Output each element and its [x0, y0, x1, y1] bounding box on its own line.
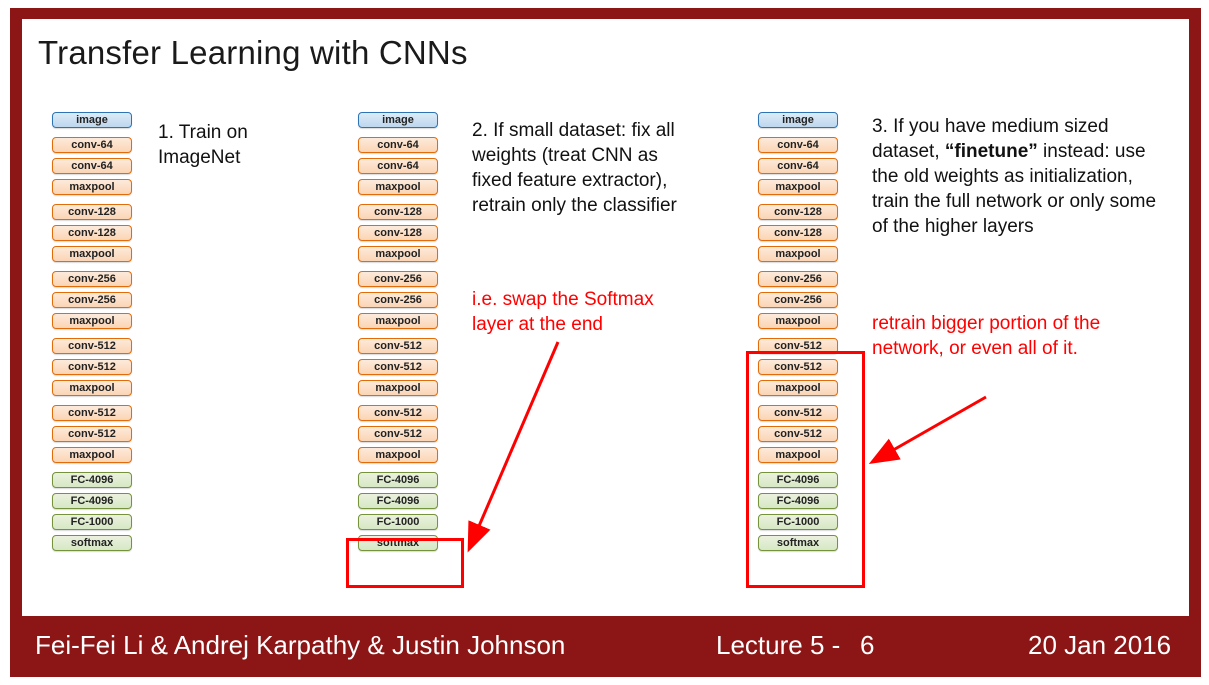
layer-group-conv: conv-128 conv-128 maxpool — [358, 204, 438, 262]
layer-box-conv-512: conv-512 — [758, 359, 838, 375]
layer-box-maxpool: maxpool — [52, 380, 132, 396]
layer-box-fc-4096: FC-4096 — [358, 472, 438, 488]
layer-box-maxpool: maxpool — [52, 313, 132, 329]
highlight-box-higher-layers — [746, 351, 865, 588]
layer-group-conv: conv-512 conv-512 maxpool — [758, 405, 838, 463]
layer-box-fc-1000: FC-1000 — [358, 514, 438, 530]
layer-group-conv: conv-128 conv-128 maxpool — [52, 204, 132, 262]
layer-box-maxpool: maxpool — [358, 179, 438, 195]
layer-box-conv-512: conv-512 — [358, 338, 438, 354]
layer-box-conv-128: conv-128 — [52, 204, 132, 220]
layer-box-conv-64: conv-64 — [758, 137, 838, 153]
layer-group-image: image — [358, 112, 438, 128]
layer-box-maxpool: maxpool — [758, 313, 838, 329]
layer-box-fc-4096: FC-4096 — [358, 493, 438, 509]
layer-group-conv: conv-512 conv-512 maxpool — [52, 405, 132, 463]
layer-group-conv: conv-64 conv-64 maxpool — [758, 137, 838, 195]
layer-group-conv: conv-256 conv-256 maxpool — [52, 271, 132, 329]
layer-box-maxpool: maxpool — [758, 246, 838, 262]
layer-box-softmax: softmax — [52, 535, 132, 551]
layer-box-conv-256: conv-256 — [52, 292, 132, 308]
layer-box-maxpool: maxpool — [358, 380, 438, 396]
layer-box-fc-4096: FC-4096 — [52, 472, 132, 488]
layer-box-image: image — [758, 112, 838, 128]
layer-box-maxpool: maxpool — [758, 380, 838, 396]
layer-box-conv-512: conv-512 — [758, 426, 838, 442]
layer-box-conv-512: conv-512 — [358, 359, 438, 375]
layer-box-conv-512: conv-512 — [52, 405, 132, 421]
layer-box-conv-64: conv-64 — [52, 158, 132, 174]
layer-box-maxpool: maxpool — [52, 179, 132, 195]
layer-group-conv: conv-64 conv-64 maxpool — [358, 137, 438, 195]
caption-finetune-suffix: instead: use the old weights as initiali… — [872, 141, 1157, 238]
layer-group-image: image — [758, 112, 838, 128]
layer-box-conv-64: conv-64 — [52, 137, 132, 153]
layer-box-maxpool: maxpool — [52, 246, 132, 262]
layer-box-fc-4096: FC-4096 — [758, 472, 838, 488]
note-retrain-bigger: retrain bigger portion of the network, o… — [872, 313, 1101, 360]
layer-box-conv-128: conv-128 — [52, 225, 132, 241]
footer-authors: Fei-Fei Li & Andrej Karpathy & Justin Jo… — [35, 630, 566, 660]
layer-box-fc-4096: FC-4096 — [758, 493, 838, 509]
footer-lecture-label: Lecture 5 - — [716, 630, 841, 660]
layer-box-conv-256: conv-256 — [758, 271, 838, 287]
layer-box-conv-128: conv-128 — [758, 225, 838, 241]
layer-box-conv-512: conv-512 — [52, 359, 132, 375]
layer-box-conv-128: conv-128 — [758, 204, 838, 220]
layer-box-conv-64: conv-64 — [358, 158, 438, 174]
layer-box-conv-512: conv-512 — [358, 426, 438, 442]
layer-box-maxpool: maxpool — [358, 246, 438, 262]
note-swap-softmax: i.e. swap the Softmax layer at the end — [472, 289, 654, 336]
layer-group-conv: conv-512 conv-512 maxpool — [358, 338, 438, 396]
layer-group-conv: conv-128 conv-128 maxpool — [758, 204, 838, 262]
layer-box-conv-256: conv-256 — [358, 271, 438, 287]
layer-box-conv-256: conv-256 — [758, 292, 838, 308]
layer-group-conv: conv-512 conv-512 maxpool — [52, 338, 132, 396]
layer-box-maxpool: maxpool — [358, 313, 438, 329]
layer-box-maxpool: maxpool — [758, 447, 838, 463]
layer-box-conv-64: conv-64 — [358, 137, 438, 153]
layer-group-image: image — [52, 112, 132, 128]
highlight-box-classifier — [346, 538, 464, 588]
layer-group-conv: conv-512 conv-512 maxpool — [358, 405, 438, 463]
layer-box-fc-1000: FC-1000 — [52, 514, 132, 530]
layer-box-conv-512: conv-512 — [52, 338, 132, 354]
footer-slide-number: 6 — [860, 630, 875, 660]
layer-box-conv-512: conv-512 — [52, 426, 132, 442]
layer-box-maxpool: maxpool — [358, 447, 438, 463]
layer-box-fc-1000: FC-1000 — [758, 514, 838, 530]
layer-box-image: image — [52, 112, 132, 128]
layer-box-conv-256: conv-256 — [358, 292, 438, 308]
layer-box-conv-512: conv-512 — [358, 405, 438, 421]
layer-box-softmax: softmax — [758, 535, 838, 551]
slide-content-area — [22, 19, 1189, 616]
layer-box-conv-128: conv-128 — [358, 225, 438, 241]
layer-box-image: image — [358, 112, 438, 128]
layer-box-conv-128: conv-128 — [358, 204, 438, 220]
caption-finetune-bold: “finetune” — [944, 141, 1038, 163]
layer-box-conv-64: conv-64 — [758, 158, 838, 174]
layer-group-conv: conv-64 conv-64 maxpool — [52, 137, 132, 195]
caption-finetune-prefix: 3. If you have medium sized dataset, — [872, 116, 1109, 163]
layer-group-conv: conv-256 conv-256 maxpool — [358, 271, 438, 329]
layer-box-maxpool: maxpool — [52, 447, 132, 463]
footer-date: 20 Jan 2016 — [1028, 630, 1172, 660]
caption-finetune: 3. If you have medium sized dataset, “fi… — [872, 114, 1172, 239]
layer-box-fc-4096: FC-4096 — [52, 493, 132, 509]
layer-box-conv-512: conv-512 — [758, 405, 838, 421]
layer-box-maxpool: maxpool — [758, 179, 838, 195]
caption-small-dataset: 2. If small dataset: fix all weights (tr… — [472, 120, 677, 217]
caption-train-imagenet: 1. Train on ImageNet — [158, 122, 248, 169]
slide-title: Transfer Learning with CNNs — [38, 34, 468, 71]
layer-box-conv-256: conv-256 — [52, 271, 132, 287]
layer-group-conv: conv-256 conv-256 maxpool — [758, 271, 838, 329]
